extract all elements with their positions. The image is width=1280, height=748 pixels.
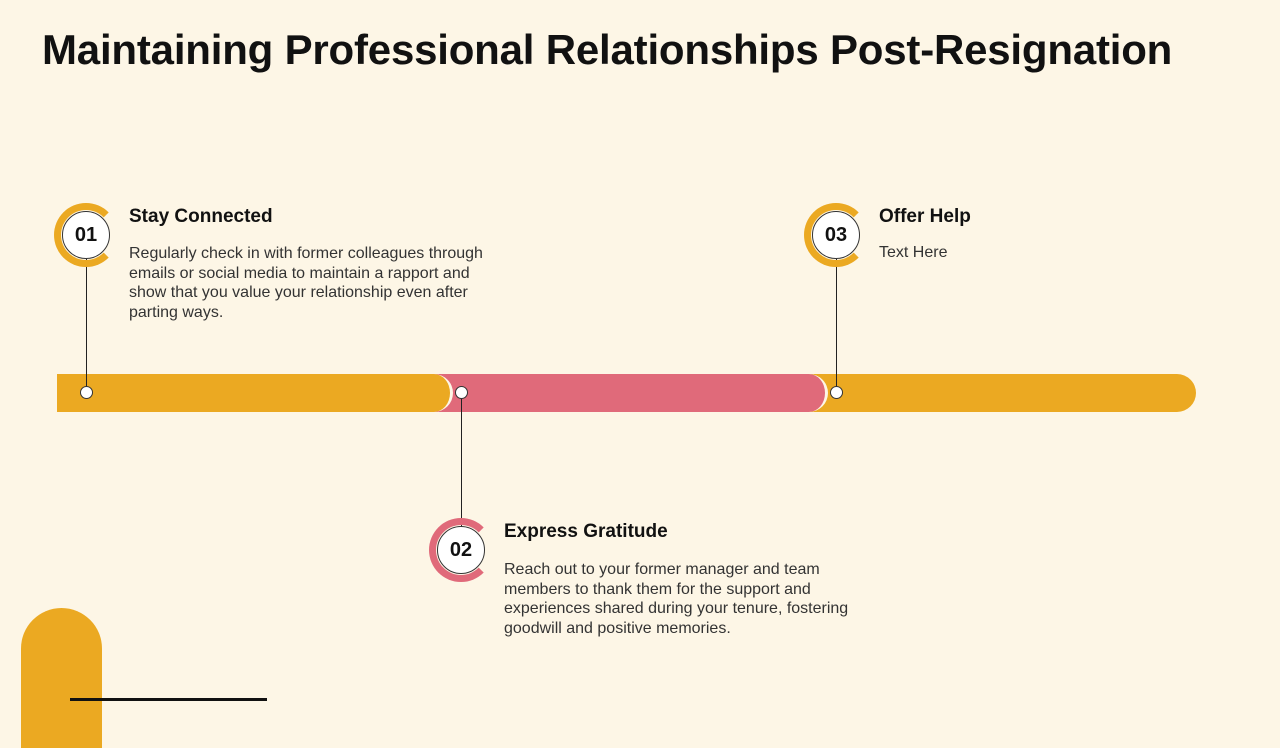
step-2-title: Express Gratitude: [504, 521, 668, 542]
step-1-title: Stay Connected: [129, 206, 273, 227]
step-3-ring: [804, 203, 868, 267]
step-1-number: 01: [74, 223, 98, 246]
step-3-connector-line: [836, 259, 837, 387]
timeline-segment-1: [57, 374, 453, 412]
step-3-number-badge: 03: [812, 211, 860, 259]
decorative-underline: [70, 698, 267, 701]
step-3-description: Text Here: [879, 244, 948, 261]
step-1-number-badge: 01: [62, 211, 110, 259]
step-1-connector-line: [86, 259, 87, 387]
step-3-title: Offer Help: [879, 206, 971, 227]
step-2-marker-dot: [455, 386, 468, 399]
step-2-number-badge: 02: [437, 526, 485, 574]
step-1-ring: [54, 203, 118, 267]
step-2-number: 02: [449, 538, 473, 561]
step-1-marker-dot: [80, 386, 93, 399]
step-1-description: Regularly check in with former colleague…: [129, 245, 483, 321]
step-3-number: 03: [824, 223, 848, 246]
step-2-connector-line: [461, 399, 462, 527]
step-3-marker-dot: [830, 386, 843, 399]
page-title: Maintaining Professional Relationships P…: [42, 26, 1173, 73]
decorative-arch-shape: [21, 608, 102, 748]
step-2-description: Reach out to your former manager and tea…: [504, 561, 849, 637]
timeline-segment-3: [806, 374, 1196, 412]
step-2-ring: [429, 518, 493, 582]
timeline-segment-2: [430, 374, 828, 412]
